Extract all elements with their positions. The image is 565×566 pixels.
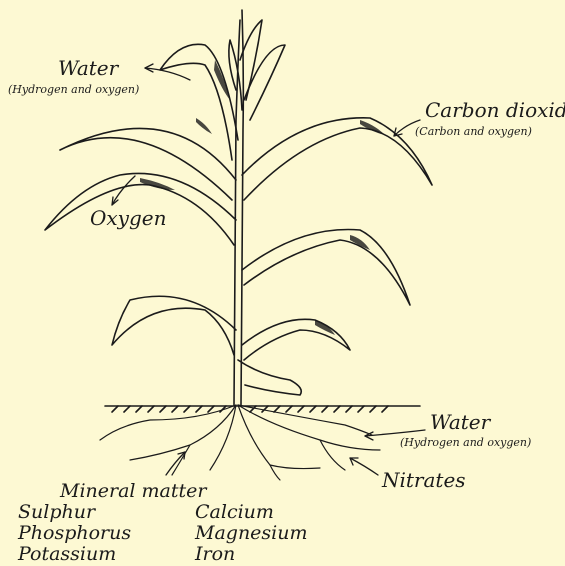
label-water-top: Water — [58, 58, 118, 78]
label-mineral-potassium: Potassium — [18, 545, 116, 564]
label-mineral-phosphorus: Phosphorus — [18, 524, 131, 543]
arrow-water-top — [145, 68, 190, 80]
leaf-lower-right — [242, 319, 350, 360]
leaf-lower-left — [112, 296, 301, 395]
arrow-mineral — [166, 452, 185, 475]
soil-line — [105, 406, 420, 412]
label-mineral-calcium: Calcium — [195, 503, 274, 522]
label-water-root-sub: (Hydrogen and oxygen) — [400, 437, 531, 448]
roots — [100, 405, 380, 480]
label-nitrates: Nitrates — [382, 470, 466, 490]
label-carbon-dioxid: Carbon dioxid — [425, 100, 565, 120]
arrow-nitrates — [350, 458, 378, 475]
label-mineral-iron: Iron — [195, 545, 235, 564]
label-water-root: Water — [430, 412, 490, 432]
label-carbon-dioxid-sub: (Carbon and oxygen) — [415, 126, 532, 137]
leaf-upper-right — [242, 118, 432, 200]
label-mineral-heading: Mineral matter — [60, 482, 206, 501]
label-water-top-sub: (Hydrogen and oxygen) — [8, 84, 139, 95]
leaf-mid-right — [242, 230, 410, 306]
label-mineral-magnesium: Magnesium — [195, 524, 308, 543]
arrows — [112, 64, 425, 475]
leaf-shading — [140, 60, 385, 335]
label-oxygen: Oxygen — [90, 208, 167, 228]
arrow-oxygen — [112, 176, 135, 205]
label-mineral-sulphur: Sulphur — [18, 503, 95, 522]
